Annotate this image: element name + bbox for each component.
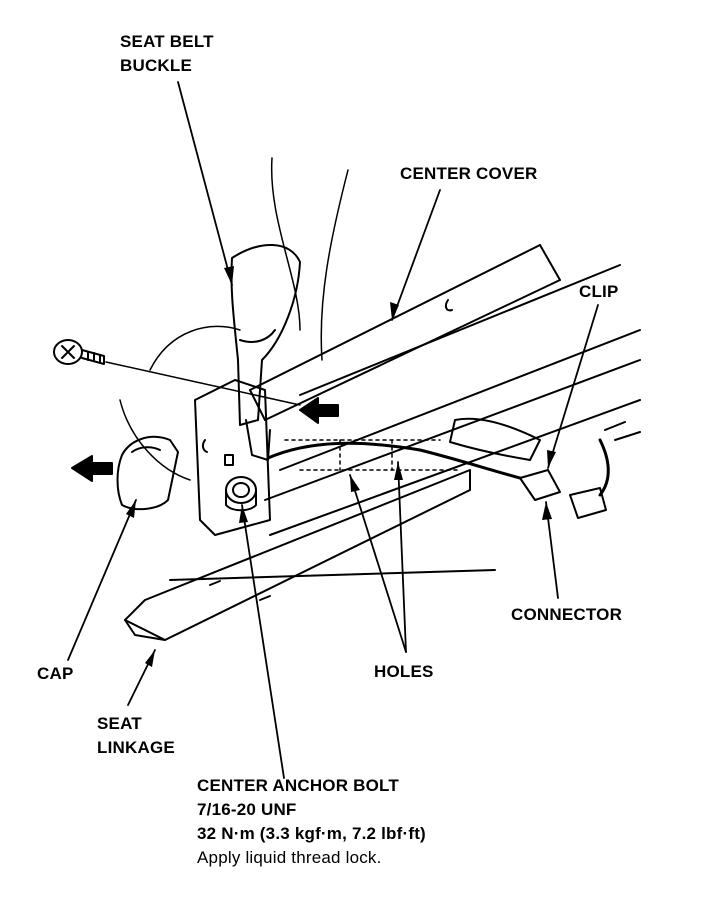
direction-arrows (71, 397, 339, 482)
screw (53, 339, 301, 406)
label-connector: CONNECTOR (511, 605, 623, 624)
arrow-screw-direction (299, 397, 339, 424)
seat-belt-buckle (230, 244, 301, 461)
label-center-anchor-bolt: CENTER ANCHOR BOLT 7/16-20 UNF 32 N·m (3… (197, 774, 426, 870)
center-anchor-bolt-note: Apply liquid thread lock. (197, 848, 382, 867)
label-seat-belt-buckle-line-2: BUCKLE (120, 56, 193, 75)
center-anchor-bolt-torque: 32 N·m (3.3 kgf·m, 7.2 lbf·ft) (197, 824, 426, 843)
label-seat-linkage: SEAT LINKAGE (97, 712, 175, 760)
leader-cap (67, 499, 137, 661)
leader-holes-left (349, 474, 407, 653)
leader-seat-belt-buckle (177, 81, 233, 286)
label-seat-linkage-line-1: SEAT (97, 714, 142, 733)
leader-center-cover (391, 189, 441, 321)
seat-linkage (124, 469, 496, 641)
seat-outline (119, 157, 349, 481)
label-seat-belt-buckle-line-1: SEAT BELT (120, 32, 214, 51)
center-cover (249, 244, 641, 536)
leader-holes-right (397, 461, 407, 653)
center-anchor-bolt-name: CENTER ANCHOR BOLT (197, 776, 399, 795)
center-anchor-bolt (225, 476, 257, 512)
arrow-cap-direction (71, 455, 113, 482)
leader-lines (67, 81, 599, 779)
label-cap: CAP (37, 664, 74, 683)
leader-clip (547, 304, 599, 469)
connector (519, 421, 641, 519)
label-holes: HOLES (374, 662, 434, 681)
cap (116, 435, 179, 511)
wire-harness (266, 417, 541, 480)
label-center-cover: CENTER COVER (400, 164, 538, 183)
anchor-bracket (194, 379, 271, 536)
label-seat-belt-buckle: SEAT BELT BUCKLE (120, 30, 214, 78)
label-clip: CLIP (579, 282, 619, 301)
label-seat-linkage-line-2: LINKAGE (97, 738, 175, 757)
center-anchor-bolt-spec: 7/16-20 UNF (197, 800, 297, 819)
leader-center-anchor-bolt (241, 504, 285, 779)
leader-arrowheads (126, 266, 556, 667)
